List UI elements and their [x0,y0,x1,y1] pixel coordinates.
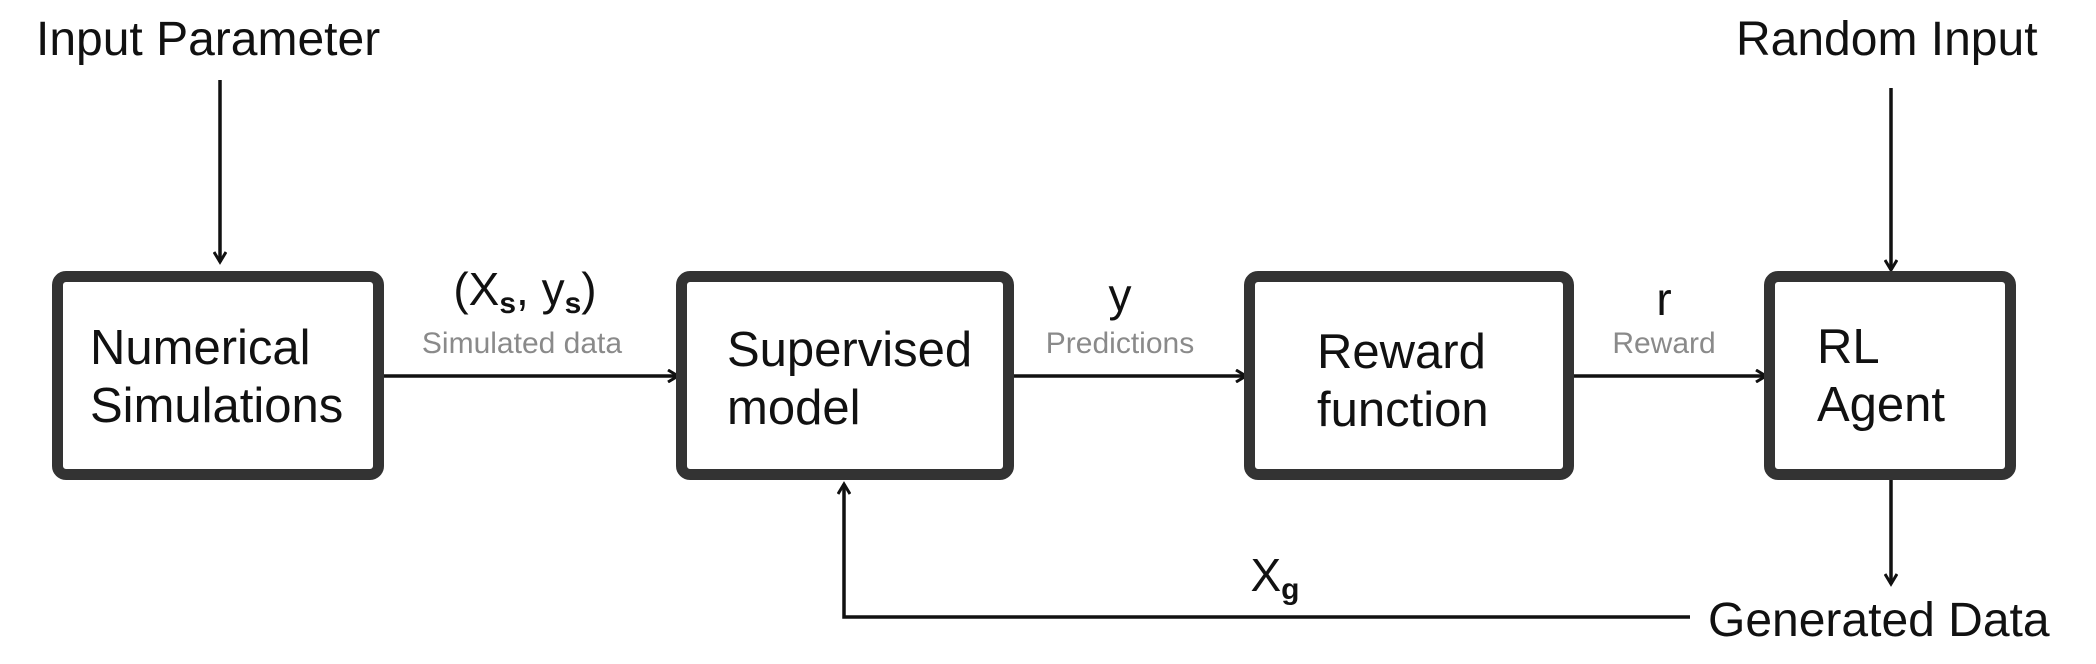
reward-function-box: Reward function [1244,271,1574,480]
generated-symbol-sub: g [1281,573,1300,606]
supervised-model-label: Supervised model [727,321,972,437]
simulated-data-label: Simulated data [421,327,623,360]
simulated-sub-y: s [564,287,582,320]
simulated-data-symbol: (Xs, ys) [410,266,640,319]
predictions-symbol: y [1108,269,1132,321]
numerical-line2: Simulations [90,379,344,433]
agent-line1: RL [1817,320,1880,374]
agent-line2: Agent [1817,378,1946,432]
simulated-mid: , y [516,263,565,315]
generated-symbol-x: X [1250,549,1282,601]
arrow-feedback-to-supervised [844,484,1690,619]
random-input-label: Random Input [1736,13,2038,66]
supervised-line2: model [727,381,861,435]
generated-symbol: Xg [1230,552,1320,605]
reward-line2: function [1317,383,1489,437]
input-parameter-label: Input Parameter [36,13,381,66]
simulated-close: ) [581,263,597,315]
rl-agent-label: RL Agent [1817,318,1945,434]
rl-agent-box: RL Agent [1764,271,2016,480]
reward-function-label: Reward function [1317,323,1489,439]
simulated-open: (X [453,263,500,315]
generated-data-label: Generated Data [1708,594,2050,647]
reward-label: Reward [1612,327,1716,360]
supervised-model-box: Supervised model [676,271,1014,480]
predictions-label: Predictions [1045,327,1195,360]
numerical-simulations-box: Numerical Simulations [52,271,384,480]
simulated-sub-x: s [499,287,517,320]
numerical-line1: Numerical [90,321,311,375]
reward-line1: Reward [1317,325,1486,379]
numerical-simulations-label: Numerical Simulations [90,319,343,435]
supervised-line1: Supervised [727,323,973,377]
reward-symbol: r [1656,273,1672,325]
